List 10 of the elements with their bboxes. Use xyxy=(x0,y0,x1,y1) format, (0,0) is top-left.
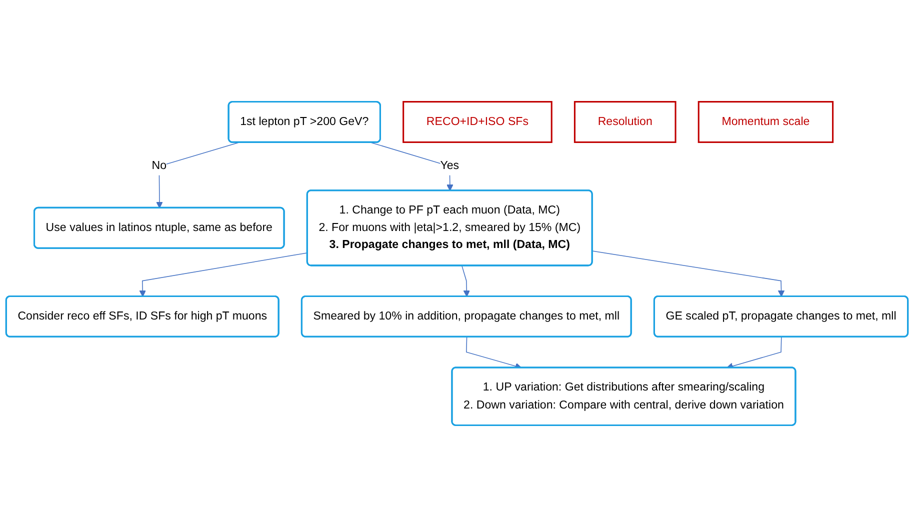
arrow xyxy=(370,142,454,192)
arrow xyxy=(462,265,470,297)
node-box: Momentum scale xyxy=(698,101,834,143)
node-box: Resolution xyxy=(574,101,676,143)
arrow xyxy=(156,142,239,208)
arrow xyxy=(592,250,785,297)
edge-label: No xyxy=(152,159,167,172)
arrow xyxy=(139,252,308,297)
node-box: RECO+ID+ISO SFs xyxy=(402,101,552,143)
edge-label: Yes xyxy=(440,159,460,172)
